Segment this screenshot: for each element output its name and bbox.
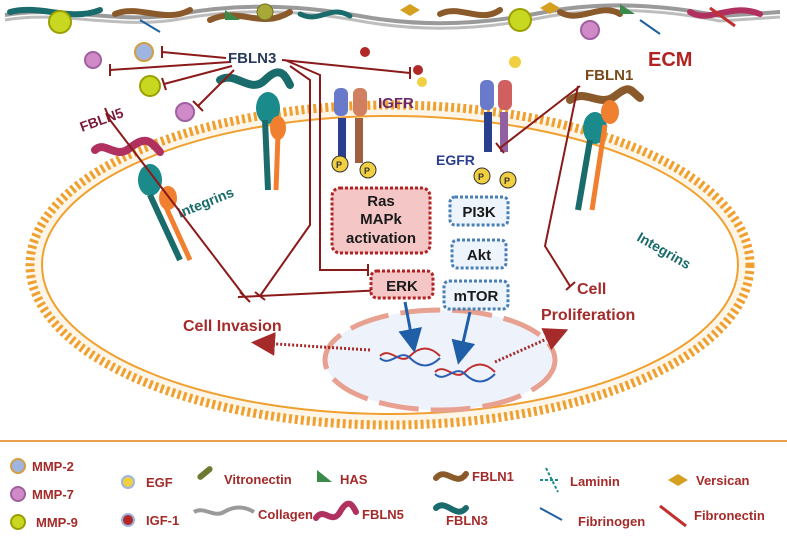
legend-item: Collagen	[192, 505, 313, 522]
svg-text:Fibrinogen: Fibrinogen	[578, 514, 645, 529]
svg-text:MMP-9: MMP-9	[36, 515, 78, 530]
svg-text:FBLN1: FBLN1	[472, 469, 514, 484]
inhibition-lines	[104, 46, 581, 303]
egfr-label: EGFR	[436, 152, 475, 168]
svg-text:FBLN3: FBLN3	[446, 513, 488, 528]
mmp7-icon	[10, 486, 26, 502]
legend-item: HAS	[317, 470, 368, 487]
legend-item: MMP-2	[10, 458, 74, 474]
mmp2-icon	[134, 42, 154, 62]
legend-item: Laminin	[540, 467, 620, 493]
svg-text:Fibronectin: Fibronectin	[694, 508, 765, 523]
pi3k-box: PI3K	[448, 195, 510, 227]
collagen-icon	[192, 505, 256, 516]
fibrinogen-icon	[539, 507, 563, 521]
egf-icon	[509, 56, 521, 68]
svg-text:activation: activation	[346, 230, 416, 247]
svg-text:Vitronectin: Vitronectin	[224, 472, 292, 487]
erk-box: ERK	[369, 269, 435, 300]
fbln5-integrin-left	[91, 136, 193, 262]
svg-text:MMP-7: MMP-7	[32, 487, 74, 502]
svg-text:Ras: Ras	[367, 193, 395, 210]
svg-text:IGF-1: IGF-1	[146, 513, 179, 528]
legend-item: Versican	[668, 473, 750, 488]
laminin-icon	[540, 467, 560, 493]
svg-text:Laminin: Laminin	[570, 474, 620, 489]
fibronectin-icon	[659, 504, 687, 528]
mmp9-icon	[10, 514, 26, 530]
mmp9-icon	[48, 10, 72, 34]
igfr-label: IGFR	[378, 95, 414, 112]
svg-text:PI3K: PI3K	[462, 204, 496, 221]
svg-text:P: P	[504, 176, 510, 186]
nucleus	[322, 307, 558, 413]
legend-item: FBLN3	[433, 502, 488, 528]
legend-item: FBLN1	[433, 469, 514, 484]
svg-text:ERK: ERK	[386, 278, 418, 295]
svg-text:HAS: HAS	[340, 472, 368, 487]
fbln1-icon	[433, 471, 469, 482]
svg-text:Collagen: Collagen	[258, 507, 313, 522]
svg-text:Akt: Akt	[467, 247, 491, 264]
fbln3-integrin	[216, 68, 294, 191]
proliferation-label: Proliferation	[541, 307, 635, 324]
fbln1-integrin	[566, 85, 644, 211]
signal-arrows	[398, 301, 476, 365]
mmp-cluster	[84, 42, 521, 122]
egfr-receptor: P P	[473, 80, 517, 189]
legend-item: MMP-7	[10, 486, 74, 502]
versican-icon	[668, 474, 688, 486]
igf1-icon	[121, 513, 135, 527]
legend-item: Fibrinogen	[539, 507, 645, 529]
svg-text:MMP-2: MMP-2	[32, 459, 74, 474]
fbln3-icon	[433, 502, 469, 515]
cell-label: Cell	[577, 281, 606, 298]
mmp2-icon	[10, 458, 26, 474]
legend-item: FBLN5	[313, 500, 404, 522]
legend-item: IGF-1	[121, 513, 179, 528]
igf1-icon	[360, 47, 370, 57]
svg-text:P: P	[478, 172, 484, 182]
svg-text:P: P	[336, 160, 342, 170]
legend-item: Fibronectin	[659, 504, 765, 528]
ecm-label: ECM	[648, 49, 692, 71]
egf-icon	[121, 475, 135, 489]
fbln5-icon	[313, 500, 359, 521]
svg-text:EGF: EGF	[146, 475, 173, 490]
mmp7-icon	[84, 51, 102, 69]
ecm-band	[4, 2, 781, 40]
mtor-box: mTOR	[442, 279, 510, 311]
svg-text:FBLN5: FBLN5	[362, 507, 404, 522]
fbln3-label: FBLN3	[228, 50, 276, 67]
cell-invasion-label: Cell Invasion	[183, 318, 282, 335]
legend-item: EGF	[121, 475, 173, 490]
svg-text:P: P	[364, 166, 370, 176]
ras-mapk-box: Ras MAPk activation	[330, 186, 432, 255]
has-icon	[317, 470, 332, 482]
svg-text:Versican: Versican	[696, 473, 750, 488]
igfr-receptor: P P	[331, 88, 377, 179]
akt-box: Akt	[450, 238, 508, 270]
svg-text:MAPk: MAPk	[360, 211, 402, 228]
svg-text:mTOR: mTOR	[454, 288, 499, 305]
legend: MMP-2 MMP-7 MMP-9 EGF IGF-1 Vitronectin …	[10, 458, 765, 530]
legend-item: MMP-9	[10, 514, 78, 530]
vitronectin-icon	[197, 466, 213, 480]
fbln1-label: FBLN1	[585, 67, 633, 84]
legend-item: Vitronectin	[197, 466, 292, 487]
